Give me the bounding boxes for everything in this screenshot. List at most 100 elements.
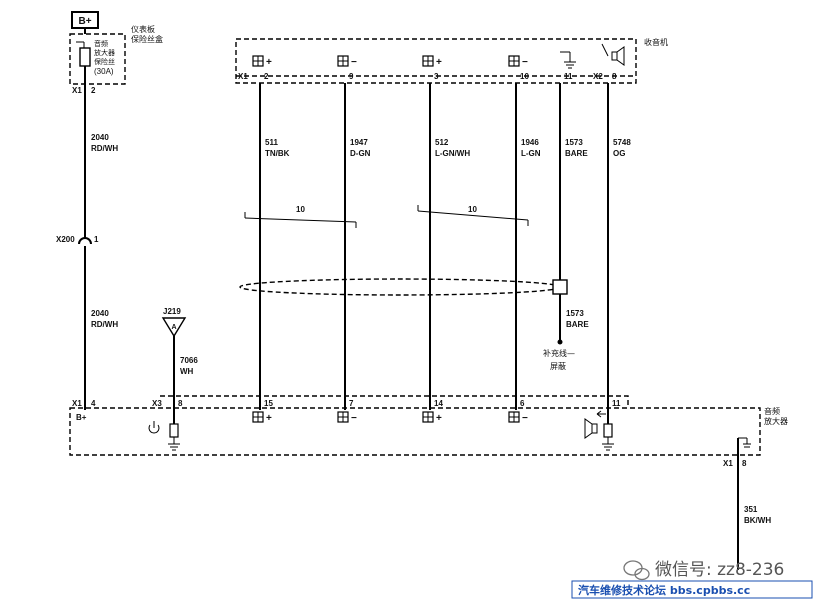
drain-note-2: 屏蔽 bbox=[550, 361, 566, 371]
amp-ground-symbol-1 bbox=[168, 410, 180, 451]
connector-terminal-icon bbox=[422, 411, 434, 423]
fuse-box-title-1: 仪表板 bbox=[131, 24, 155, 34]
j219-splice: J219 A 7066 WH bbox=[161, 307, 198, 410]
antenna-output-icon bbox=[601, 43, 625, 66]
drain-color: BARE bbox=[566, 320, 589, 329]
connector-terminal-icon bbox=[422, 55, 434, 67]
j219-label: J219 bbox=[163, 307, 181, 316]
power-icon bbox=[148, 421, 160, 434]
battery-power-label: B+ bbox=[78, 16, 91, 27]
amp-sign-4: − bbox=[522, 413, 528, 424]
shield-ellipse bbox=[239, 278, 561, 296]
wire-w6-circuit: 5748 bbox=[613, 138, 631, 147]
wire-w6-color: OG bbox=[613, 149, 625, 158]
ground-circuit: 351 bbox=[744, 505, 758, 514]
wire-w5-color: BARE bbox=[565, 149, 588, 158]
wechat-icon bbox=[623, 560, 650, 581]
fuse-box: B+ 仪表板 保险丝盒 音频 放大器 保险丝 (30A) X1 2 bbox=[69, 11, 163, 95]
radio-pin-6: 8 bbox=[612, 72, 617, 81]
fuse-pin: 2 bbox=[91, 86, 96, 95]
wire-w5-circuit: 1573 bbox=[565, 138, 583, 147]
fuse-box-outline bbox=[69, 33, 126, 85]
radio-pin-5: 11 bbox=[564, 72, 573, 81]
fuse-connector: X1 bbox=[72, 86, 82, 95]
signal-wires: 511TN/BK1947D-GN512L-GN/WH1946L-GN1573BA… bbox=[259, 83, 631, 424]
wire-w1-circuit: 511 bbox=[265, 138, 278, 147]
wire-w3-color: L-GN/WH bbox=[435, 149, 470, 158]
connector-terminal-icon bbox=[252, 411, 264, 423]
radio-sign-1: + bbox=[266, 57, 272, 68]
radio-x1-label: X1 bbox=[238, 72, 248, 81]
power-wire: 2040 RD/WH X200 1 2040 RD/WH bbox=[56, 84, 118, 410]
connector-terminal-icon bbox=[508, 55, 520, 67]
wire-w4-circuit: 1946 bbox=[521, 138, 539, 147]
radio-sign-2: − bbox=[351, 57, 357, 68]
power-lower-color: RD/WH bbox=[91, 320, 118, 329]
power-upper-circuit: 2040 bbox=[91, 133, 109, 142]
connector-terminal-icon bbox=[337, 55, 349, 67]
shield: 1573 BARE 补充线— 屏蔽 bbox=[239, 278, 589, 371]
amp-sign-3: + bbox=[436, 413, 442, 424]
drain-circuit: 1573 bbox=[566, 309, 584, 318]
wire-w1-color: TN/BK bbox=[265, 149, 290, 158]
fuse-label-1: 音频 bbox=[94, 39, 108, 48]
ground-connector: X1 bbox=[723, 459, 733, 468]
fuse-label-3: 保险丝 bbox=[94, 57, 115, 66]
radio-title: 收音机 bbox=[644, 37, 668, 47]
amp-pin-3: 7 bbox=[349, 399, 354, 408]
fuse-rating: (30A) bbox=[94, 67, 114, 76]
amp-pin-2: 15 bbox=[264, 399, 273, 408]
fuse-box-title-2: 保险丝盒 bbox=[131, 34, 163, 44]
radio-pin-4: 10 bbox=[520, 72, 529, 81]
wechat-watermark: 微信号: zz8-236 bbox=[655, 560, 784, 580]
ground-output: X1 8 351 BK/WH bbox=[723, 437, 771, 570]
forum-watermark: 汽车维修技术论坛 bbs.cpbbs.cc bbox=[578, 583, 750, 597]
watermark: 微信号: zz8-236 汽车维修技术论坛 bbs.cpbbs.cc bbox=[571, 560, 813, 599]
fuse-label-2: 放大器 bbox=[94, 48, 115, 57]
radio-pin-1: 2 bbox=[264, 72, 269, 81]
amp-x1-label: X1 bbox=[72, 399, 82, 408]
twist-label-1: 10 bbox=[296, 205, 305, 214]
amp-bplus: B+ bbox=[76, 413, 87, 422]
amp-x3-label: X3 bbox=[152, 399, 162, 408]
radio-sign-4: − bbox=[522, 57, 528, 68]
radio-pin-2: 9 bbox=[349, 72, 354, 81]
fuse-symbol bbox=[79, 47, 91, 67]
wire-w2-color: D-GN bbox=[350, 149, 371, 158]
drain-splice bbox=[552, 279, 568, 295]
connector-terminal-icon bbox=[252, 55, 264, 67]
ground-color: BK/WH bbox=[744, 516, 771, 525]
j219-symbol: A bbox=[171, 324, 176, 331]
x200-pin: 1 bbox=[94, 235, 99, 244]
connector-terminal-icon bbox=[337, 411, 349, 423]
twist-label-2: 10 bbox=[468, 205, 477, 214]
wire-w3-circuit: 512 bbox=[435, 138, 449, 147]
amp-sign-2: − bbox=[351, 413, 357, 424]
amp-x1-pin: 4 bbox=[91, 399, 96, 408]
amp-pin-5: 6 bbox=[520, 399, 525, 408]
radio-x2-label: X2 bbox=[593, 72, 603, 81]
power-lower-circuit: 2040 bbox=[91, 309, 109, 318]
ground-pin: 8 bbox=[742, 459, 747, 468]
drain-note-1: 补充线— bbox=[543, 348, 575, 358]
connector-terminal-icon bbox=[508, 411, 520, 423]
speaker-icon bbox=[584, 410, 614, 451]
j219-circuit: 7066 bbox=[180, 356, 198, 365]
radio-sign-3: + bbox=[436, 57, 442, 68]
power-upper-color: RD/WH bbox=[91, 144, 118, 153]
amp-pin-6: 11 bbox=[612, 399, 621, 408]
ground-icon bbox=[560, 51, 576, 69]
amp-pin-4: 14 bbox=[434, 399, 443, 408]
amplifier-title-2: 放大器 bbox=[764, 416, 788, 426]
wire-w2-circuit: 1947 bbox=[350, 138, 368, 147]
amp-pin-1: 8 bbox=[178, 399, 183, 408]
amplifier-outline bbox=[69, 407, 761, 456]
radio-outline bbox=[235, 38, 637, 84]
x200-label: X200 bbox=[56, 235, 75, 244]
forum-banner bbox=[571, 580, 813, 599]
amp-sign-1: + bbox=[266, 413, 272, 424]
wire-w4-color: L-GN bbox=[521, 149, 541, 158]
